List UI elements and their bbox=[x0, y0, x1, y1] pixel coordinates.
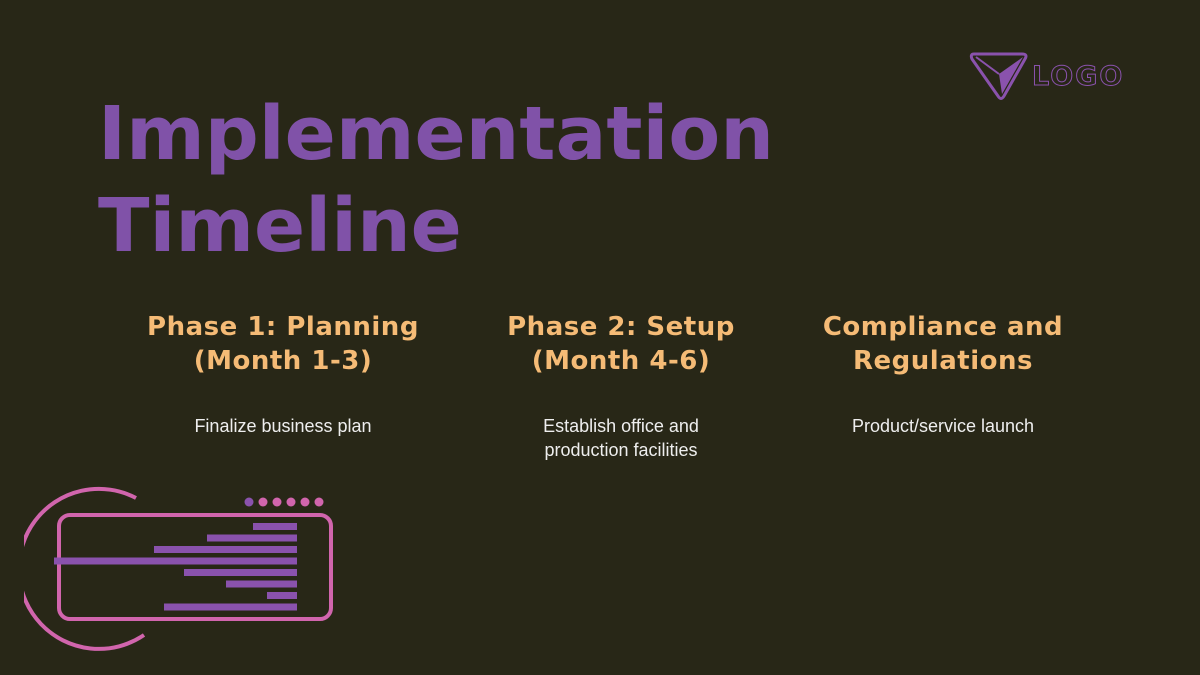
window-with-bars-icon bbox=[24, 486, 333, 651]
phase-heading: Compliance and Regulations bbox=[822, 312, 1064, 376]
title-line-2: Timeline bbox=[98, 183, 462, 269]
slide-title: Implementation Timeline bbox=[98, 88, 774, 272]
logo-text: LOGO bbox=[1032, 61, 1124, 92]
phase-heading: Phase 1: Planning (Month 1-3) bbox=[147, 312, 419, 376]
phase-columns: Phase 1: Planning (Month 1-3) Finalize b… bbox=[118, 310, 1093, 490]
logo-icon: LOGO bbox=[969, 52, 1124, 100]
phase-description: Finalize business plan bbox=[194, 416, 372, 436]
phase-column-1: Phase 1: Planning (Month 1-3) Finalize b… bbox=[118, 310, 448, 438]
title-line-1: Implementation bbox=[98, 91, 774, 177]
phase-description: Establish office and production faciliti… bbox=[543, 416, 699, 460]
phase-column-2: Phase 2: Setup (Month 4-6) Establish off… bbox=[456, 310, 786, 462]
phase-heading: Phase 2: Setup (Month 4-6) bbox=[507, 312, 735, 376]
phase-column-3: Compliance and Regulations Product/servi… bbox=[778, 310, 1108, 438]
phase-description: Product/service launch bbox=[851, 416, 1035, 436]
